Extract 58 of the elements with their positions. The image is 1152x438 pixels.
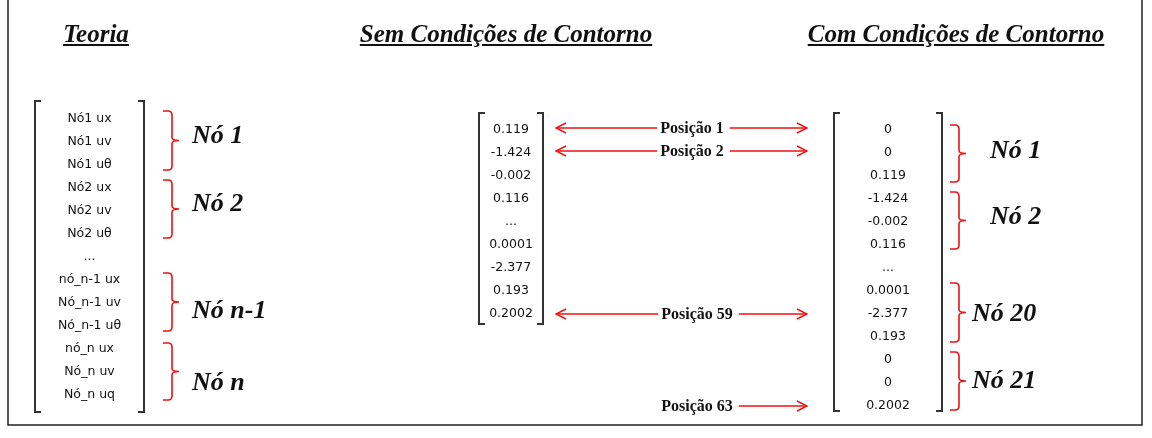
arrow — [729, 122, 808, 134]
vector-entry: 0.119 — [869, 167, 907, 183]
vector-entry: Nó1 uv — [66, 133, 113, 149]
node-group-label: Nó 1 — [192, 120, 244, 150]
vector-entry: 0.0001 — [865, 282, 911, 298]
node-group-label: Nó n-1 — [192, 295, 267, 325]
vector-entry: -2.377 — [866, 305, 910, 321]
vector-entry: Nó_n uv — [63, 363, 116, 379]
node-group-label: Nó 2 — [192, 188, 244, 218]
position-label: Posição 63 — [661, 397, 733, 415]
vector-entry: nó_n ux — [63, 340, 115, 356]
node-group-label: Nó 2 — [990, 201, 1042, 231]
vector-entry: Nó2 uv — [66, 202, 113, 218]
vector-entry: 0.193 — [869, 328, 907, 344]
vector-entry: Nó2 ux — [66, 179, 113, 195]
vector-entry: 0.2002 — [488, 305, 534, 321]
arrow — [555, 145, 658, 157]
arrow — [555, 122, 658, 134]
vector-entry: -0.002 — [866, 213, 910, 229]
position-label: Posição 59 — [661, 305, 733, 323]
vector-entry: 0.119 — [492, 121, 530, 137]
vector-entry: 0.2002 — [865, 397, 911, 413]
vector-entry: ... — [504, 213, 518, 229]
vector-entry: -0.002 — [489, 167, 533, 183]
vector-entry: Nó_n-1 uv — [57, 294, 122, 310]
vector-entry: 0.193 — [492, 282, 530, 298]
vector-entry: -1.424 — [866, 190, 910, 206]
vector-entry: 0.116 — [492, 190, 530, 206]
vector-entry: Nó_n-1 uθ — [56, 317, 123, 333]
vector-entry: Nó_n uq — [63, 386, 116, 402]
vector-entry: Nó1 ux — [66, 110, 113, 126]
column-heading: Sem Condições de Contorno — [359, 20, 653, 48]
position-label: Posição 1 — [660, 119, 724, 137]
node-group-label: Nó 20 — [972, 298, 1037, 328]
vector-entry: 0 — [883, 351, 893, 367]
node-group-label: Nó 1 — [990, 135, 1042, 165]
vector-entry: -2.377 — [489, 259, 533, 275]
vector-entry: 0 — [883, 144, 893, 160]
node-group-label: Nó n — [192, 367, 245, 397]
vector-entry: -1.424 — [489, 144, 533, 160]
vector-entry: ... — [82, 248, 97, 264]
column-heading: Com Condições de Contorno — [807, 20, 1105, 48]
vector-entry: 0.116 — [869, 236, 907, 252]
vector-entry: nó_n-1 ux — [57, 271, 122, 287]
vector-entry: Nó2 uθ — [66, 225, 113, 241]
vector-entry: 0 — [883, 121, 893, 137]
column-heading: Teoria — [63, 20, 129, 48]
vector-entry: ... — [881, 259, 895, 275]
position-label: Posição 2 — [660, 142, 724, 160]
arrow — [738, 308, 808, 320]
arrow — [738, 400, 808, 412]
vector-entry: 0.0001 — [488, 236, 534, 252]
vector-entry: 0 — [883, 374, 893, 390]
vector-entry: Nó1 uθ — [66, 156, 113, 172]
arrow — [555, 308, 659, 320]
arrow — [729, 145, 808, 157]
node-group-label: Nó 21 — [972, 365, 1037, 395]
column-vector — [34, 100, 145, 413]
